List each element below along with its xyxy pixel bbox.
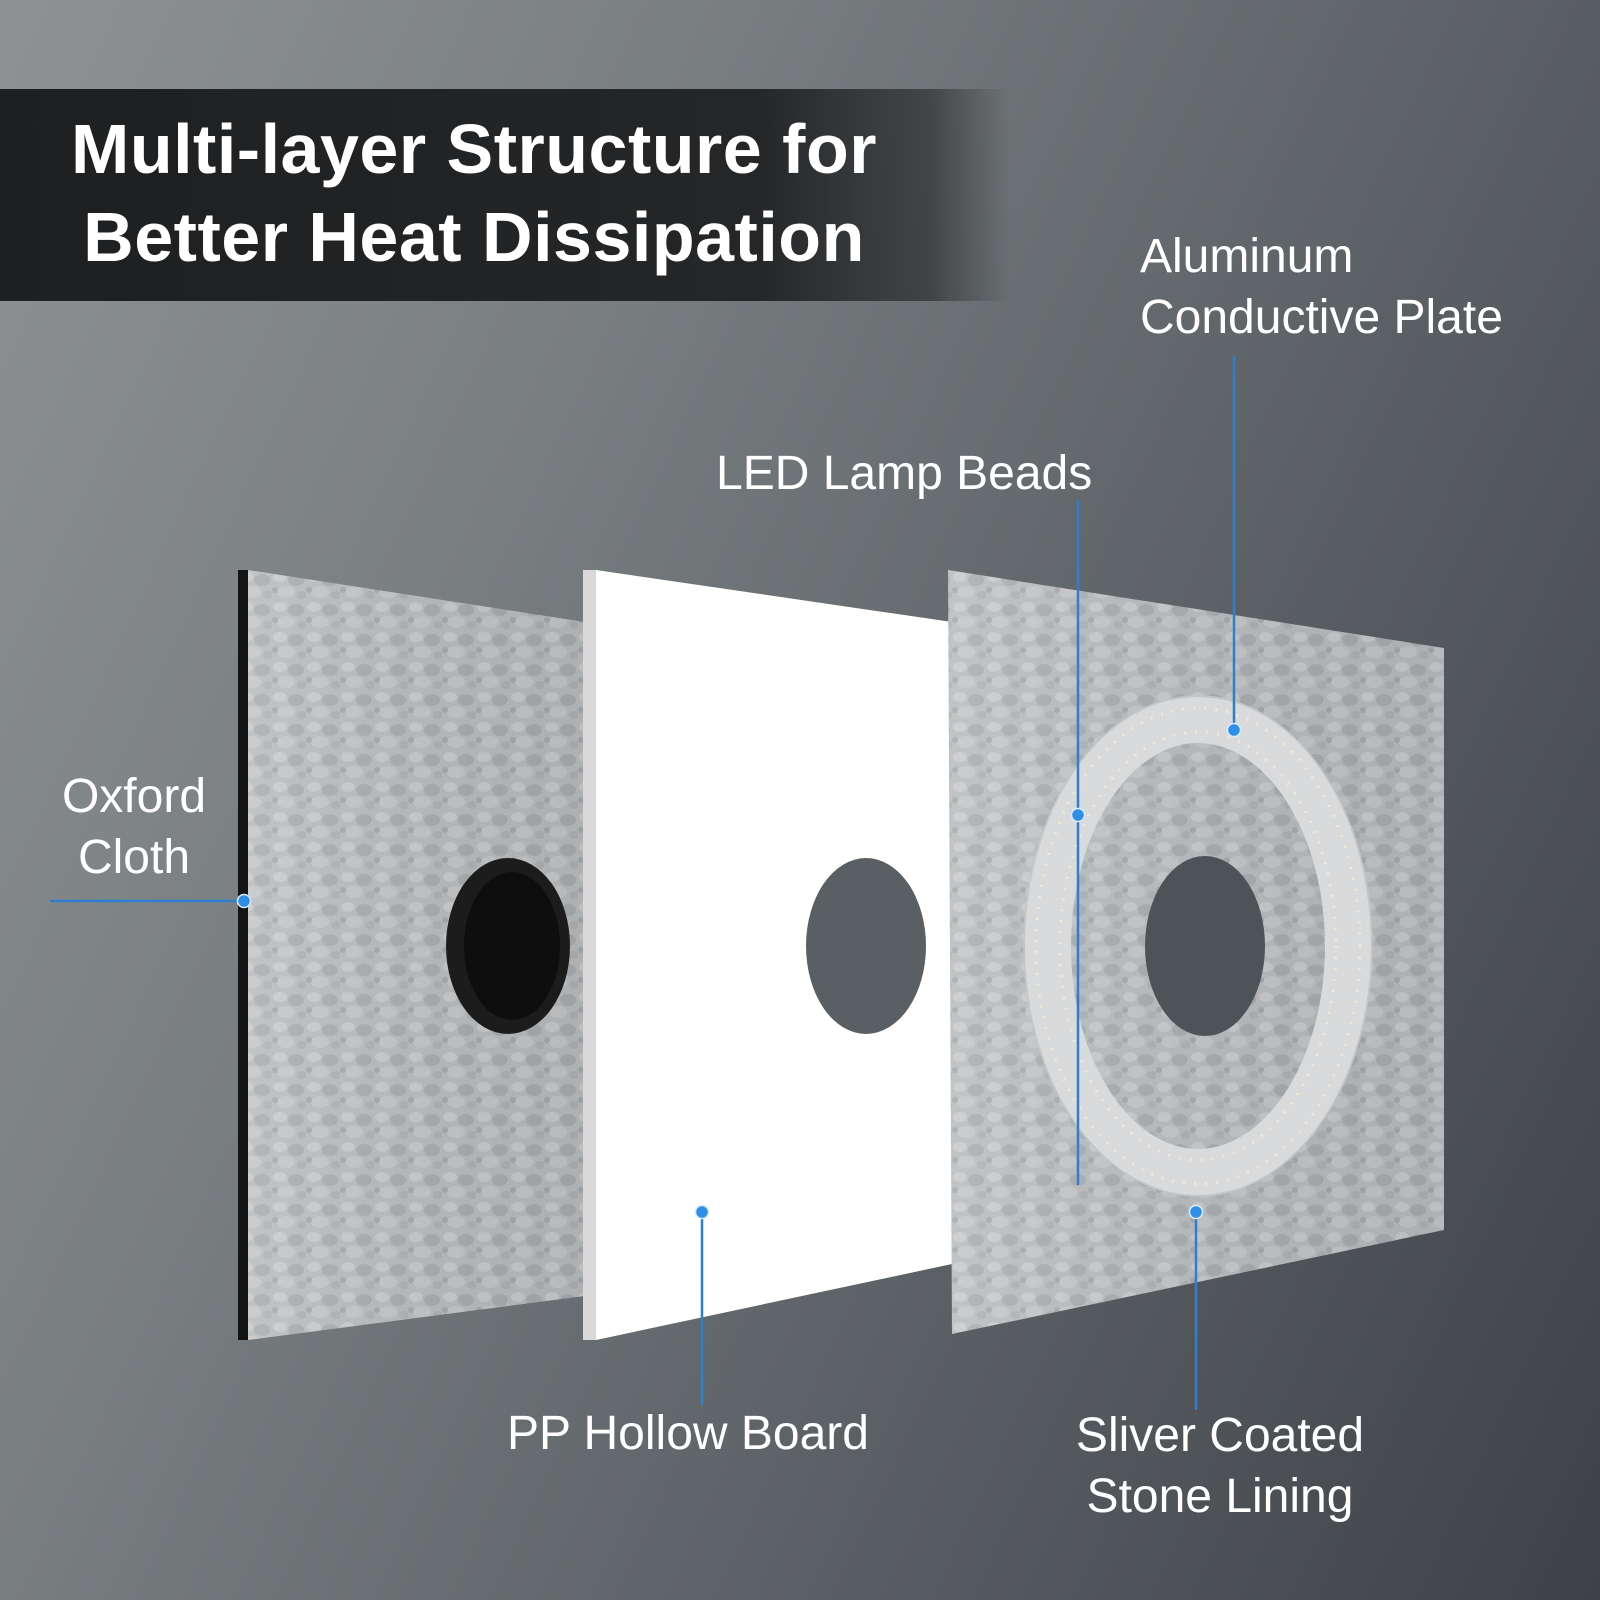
label-aluminum-line-2: Conductive Plate [1140, 291, 1503, 344]
label-pp-hollow-board: PP Hollow Board [507, 1403, 869, 1464]
title-banner [0, 89, 1010, 301]
label-aluminum-conductive-plate: Aluminum Conductive Plate [1140, 226, 1503, 348]
label-silver-line-1: Sliver Coated [1075, 1409, 1365, 1462]
dot-led [1070, 807, 1086, 823]
oxford-cloth-layer [238, 570, 585, 1340]
dot-pp [694, 1204, 710, 1220]
label-silver-coated-stone-lining: Sliver Coated Stone Lining [1060, 1405, 1380, 1527]
silver-stone-lining-layer [948, 570, 1444, 1334]
label-oxford-line-2: Cloth [77, 831, 191, 884]
label-led-text: LED Lamp Beads [716, 447, 1093, 500]
label-led-lamp-beads: LED Lamp Beads [716, 443, 1092, 504]
label-oxford-cloth: Oxford Cloth [54, 766, 214, 888]
label-oxford-line-1: Oxford [61, 770, 207, 823]
label-pp-text: PP Hollow Board [507, 1407, 869, 1460]
leader-lines [50, 356, 1236, 1410]
dot-oxford [236, 893, 252, 909]
label-silver-line-2: Stone Lining [1086, 1470, 1354, 1523]
dot-aluminum [1226, 722, 1242, 738]
dot-silver [1188, 1204, 1204, 1220]
pp-hollow-board-layer [583, 570, 952, 1340]
label-aluminum-line-1: Aluminum [1140, 230, 1354, 283]
page-title-line-1: Multi-layer Structure for [71, 110, 877, 188]
page-title: Multi-layer Structure for Better Heat Di… [44, 105, 904, 281]
leader-dots [236, 722, 1242, 1220]
page-title-line-2: Better Heat Dissipation [83, 198, 865, 276]
aluminum-led-ring [1023, 695, 1373, 1197]
